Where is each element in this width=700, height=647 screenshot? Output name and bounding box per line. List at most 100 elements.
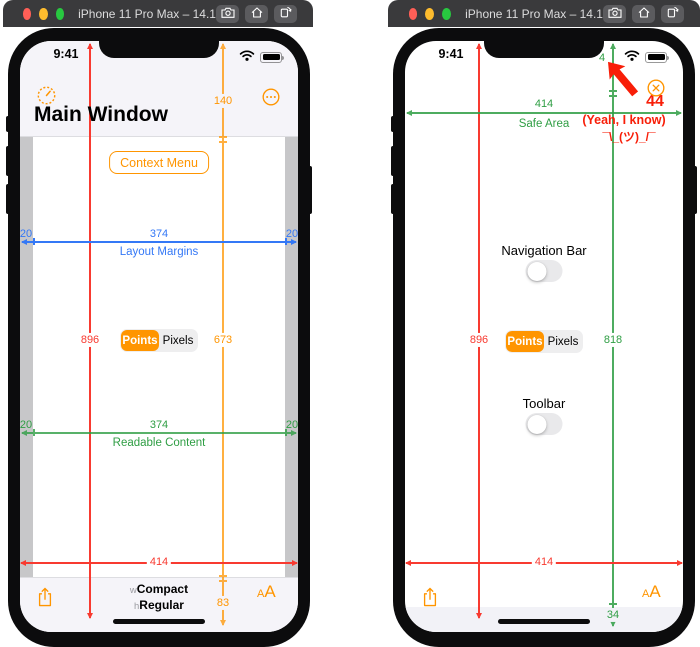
timer-button[interactable] (36, 85, 57, 106)
layout-margin-strip-right (285, 137, 298, 577)
screenshot-button[interactable] (603, 4, 626, 23)
iphone-device-left: 896 140 673 83 20 374 20 Layout Margins … (6, 28, 312, 647)
screen-left: 896 140 673 83 20 374 20 Layout Margins … (20, 41, 298, 632)
segment-points[interactable]: Points (121, 330, 159, 351)
volume-down-button (391, 184, 394, 214)
home-indicator (113, 619, 205, 624)
window-title: iPhone 11 Pro Max – 14.1 (78, 6, 216, 21)
iphone-device-right: 896 4 818 34 414 Safe Area 414 44 (Yeah,… (391, 28, 697, 647)
home-icon (638, 6, 650, 21)
navigation-bar-toggle[interactable] (525, 260, 563, 282)
screenshot-button[interactable] (216, 4, 239, 23)
height-prefix: h (134, 601, 140, 612)
readable-content-line (21, 429, 297, 437)
mute-switch (391, 116, 394, 132)
zoom-traffic-light[interactable] (55, 7, 65, 20)
layout-margin-width-value: 374 (149, 228, 169, 240)
context-menu-button[interactable]: Context Menu (109, 151, 209, 174)
battery-icon (260, 51, 284, 63)
segment-pixels[interactable]: Pixels (544, 331, 582, 352)
toggle-knob (527, 414, 546, 434)
minimize-traffic-light[interactable] (39, 7, 48, 20)
rotate-icon (280, 6, 292, 21)
share-button[interactable] (421, 586, 439, 608)
home-button[interactable] (632, 4, 655, 23)
window-titlebar-right: iPhone 11 Pro Max – 14.1 (388, 0, 700, 27)
share-button[interactable] (36, 586, 54, 608)
width-size-class: wCompact (130, 582, 188, 598)
rotate-button[interactable] (661, 4, 684, 23)
layout-margin-strip-left (20, 137, 33, 577)
minimize-traffic-light[interactable] (425, 7, 435, 20)
screenshot-icon (607, 6, 622, 21)
layout-margins-line (21, 238, 297, 246)
safe-area-top-value-partial: 4 (598, 52, 606, 64)
screen-height-value: 896 (77, 332, 103, 348)
screen-height-value: 896 (466, 332, 492, 348)
titlebar-toolbar (216, 4, 313, 23)
volume-up-button (391, 146, 394, 176)
more-button[interactable] (261, 87, 281, 107)
width-value: Compact (136, 582, 189, 596)
segment-pixels[interactable]: Pixels (159, 330, 197, 351)
screen-right: 896 4 818 34 414 Safe Area 414 44 (Yeah,… (405, 41, 683, 632)
safe-area-width-value: 414 (534, 98, 554, 110)
readable-left-value: 20 (20, 419, 33, 431)
rotate-icon (667, 6, 679, 21)
rotate-button[interactable] (274, 4, 297, 23)
width-prefix: w (129, 585, 137, 596)
text-size-small-a: A (642, 588, 650, 600)
share-icon (36, 587, 54, 611)
navigation-bar-toggle-label: Navigation Bar (501, 243, 587, 258)
home-icon (251, 6, 263, 21)
home-button[interactable] (245, 4, 268, 23)
segment-points[interactable]: Points (506, 331, 544, 352)
middle-segment-value: 673 (210, 332, 236, 348)
screen-width-value: 414 (531, 554, 557, 570)
layout-margin-left-value: 20 (20, 228, 33, 240)
units-segmented-control: Points Pixels (505, 330, 583, 353)
close-traffic-light[interactable] (22, 7, 32, 20)
annotation-value: 44 (646, 93, 664, 110)
layout-margins-label: Layout Margins (119, 246, 199, 258)
status-icons (624, 48, 669, 66)
toolbar-toggle-label: Toolbar (522, 396, 566, 411)
zoom-traffic-light[interactable] (442, 7, 452, 20)
mute-switch (6, 116, 9, 132)
safe-area-bottom-value: 34 (603, 607, 623, 623)
size-class-readout: wCompact hRegular (130, 582, 188, 614)
status-time: 9:41 (438, 47, 464, 61)
volume-down-button (6, 184, 9, 214)
close-overlay-button[interactable] (646, 78, 666, 98)
layout-margin-right-value: 20 (285, 228, 298, 240)
wifi-icon (624, 48, 640, 66)
readable-content-label: Readable Content (112, 437, 206, 449)
screen-height-line (86, 43, 93, 619)
wifi-icon (239, 48, 255, 66)
screen-height-line (475, 43, 482, 619)
height-value: Regular (139, 598, 184, 612)
notch (484, 41, 604, 58)
window-title: iPhone 11 Pro Max – 14.1 (465, 6, 603, 21)
text-size-small-a: A (257, 588, 265, 600)
screenshot-icon (220, 6, 235, 21)
text-size-button[interactable]: AA (642, 583, 661, 600)
bottom-segment-value: 83 (213, 595, 233, 611)
volume-up-button (6, 146, 9, 176)
top-segment-value: 140 (210, 93, 236, 109)
readable-right-value: 20 (285, 419, 298, 431)
timer-icon (36, 86, 57, 109)
text-size-button[interactable]: AA (257, 583, 276, 600)
safe-area-label: Safe Area (518, 118, 570, 130)
text-size-large-a: A (649, 582, 661, 601)
annotation-arrow-icon (600, 55, 643, 101)
toolbar-toggle[interactable] (525, 413, 563, 435)
height-size-class: hRegular (130, 598, 188, 614)
battery-icon (645, 51, 669, 63)
close-traffic-light[interactable] (408, 7, 418, 20)
units-segmented-control: Points Pixels (120, 329, 198, 352)
window-titlebar-left: iPhone 11 Pro Max – 14.1 (3, 0, 313, 27)
annotation-shrug: ¯\_(ツ)_/¯ (602, 130, 656, 144)
safe-area-width-line (406, 109, 682, 116)
